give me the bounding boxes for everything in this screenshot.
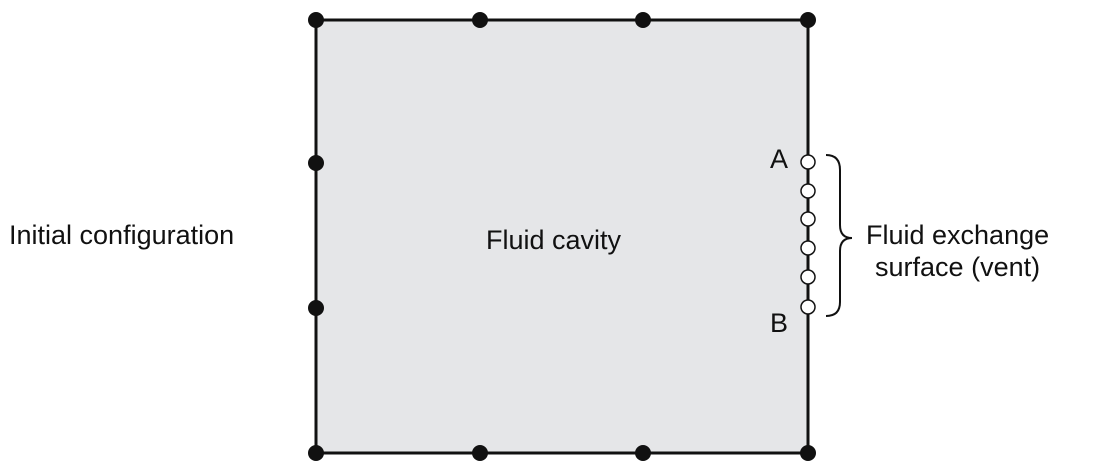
vent-brace: [825, 154, 853, 317]
node-top-1: [472, 12, 488, 28]
node-top-right: [800, 12, 816, 28]
initial-configuration-label: Initial configuration: [9, 220, 235, 250]
node-left-2: [308, 300, 324, 316]
fluid-exchange-surface-label: Fluid exchange surface (vent): [866, 219, 1049, 283]
exchange-label-line-1: Fluid exchange: [866, 220, 1050, 250]
vent-node-a: [800, 154, 816, 170]
node-bottom-1: [472, 445, 488, 461]
vent-node-2: [800, 183, 816, 199]
node-left-1: [308, 155, 324, 171]
node-top-left: [308, 12, 324, 28]
point-a-label: A: [770, 144, 789, 174]
node-top-2: [635, 12, 651, 28]
vent-nodes: [800, 154, 816, 315]
fluid-cavity-region: [314, 18, 810, 455]
node-bottom-left: [308, 445, 324, 461]
vent-node-3: [800, 211, 816, 227]
vent-node-5: [800, 269, 816, 285]
node-bottom-right: [800, 445, 816, 461]
node-bottom-2: [635, 445, 651, 461]
fluid-cavity-label: Fluid cavity: [486, 225, 622, 255]
boundary-nodes: [308, 12, 816, 461]
vent-node-b: [800, 299, 816, 315]
vent-node-4: [800, 240, 816, 256]
point-b-label: B: [770, 308, 789, 338]
exchange-label-line-2: surface (vent): [875, 252, 1041, 282]
